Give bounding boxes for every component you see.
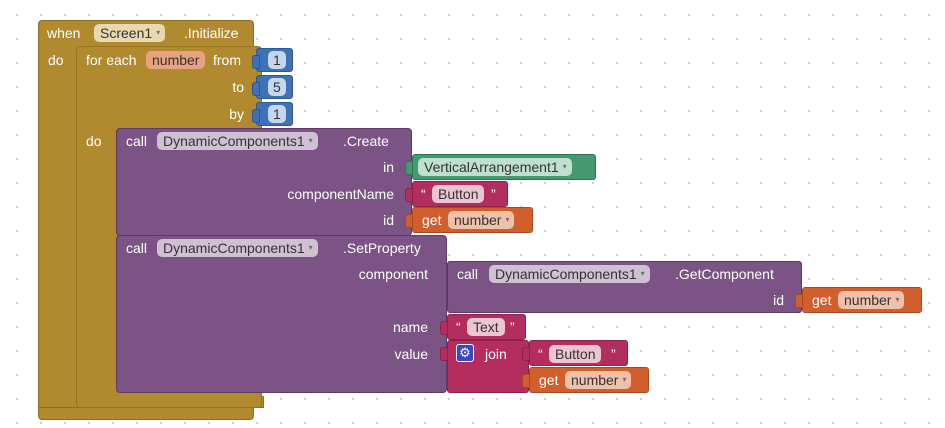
get-label-create: get (422, 212, 442, 228)
quote-open: “ (538, 346, 543, 362)
loop-by-label: by (229, 106, 244, 122)
chevron-down-icon: ▾ (562, 162, 567, 171)
event-do-label: do (48, 52, 64, 68)
chevron-down-icon: ▾ (505, 215, 510, 224)
notch (522, 374, 530, 388)
loop-to-label: to (232, 79, 244, 95)
loop-for-each-label: for each (86, 52, 137, 68)
set-property-method-label: .SetProperty (343, 240, 421, 256)
event-component-name: Screen1 (100, 25, 153, 41)
chevron-down-icon: ▾ (308, 243, 313, 252)
chevron-down-icon: ▾ (156, 28, 161, 37)
quote-open: “ (421, 186, 426, 202)
chevron-down-icon: ▾ (640, 269, 645, 278)
set-property-name-label: name (392, 319, 428, 335)
loop-do-label: do (86, 133, 102, 149)
gear-icon[interactable]: ⚙ (456, 344, 474, 362)
notch (440, 347, 448, 361)
create-component-name: DynamicComponents1 (163, 133, 305, 149)
join-get-var-dropdown[interactable]: number ▾ (565, 371, 632, 389)
notch (405, 214, 413, 228)
quote-close: ” (611, 346, 616, 362)
get-component-id-label: id (773, 292, 784, 308)
from-value-field[interactable]: 1 (268, 51, 286, 69)
get-var-dropdown-get-component[interactable]: number ▾ (838, 291, 905, 309)
join-label: join (485, 346, 507, 362)
join-text-button-field[interactable]: Button (549, 345, 602, 363)
notch (252, 109, 260, 123)
create-component-dropdown[interactable]: DynamicComponents1 ▾ (157, 132, 318, 150)
quote-close: ” (510, 319, 515, 335)
loop-from-label: from (213, 52, 241, 68)
event-name-label: .Initialize (184, 25, 239, 41)
chevron-down-icon: ▾ (622, 375, 627, 384)
create-method-label: .Create (343, 133, 389, 149)
notch (405, 188, 413, 202)
event-component-dropdown[interactable]: Screen1 ▾ (94, 24, 166, 42)
to-value-field[interactable]: 5 (268, 78, 286, 96)
create-call-label: call (126, 133, 148, 149)
get-label-get-component: get (812, 292, 832, 308)
notch (405, 161, 413, 175)
notch (252, 82, 260, 96)
notch (522, 347, 530, 361)
vertical-arrangement-dropdown[interactable]: VerticalArrangement1 ▾ (418, 158, 572, 176)
create-in-label: in (383, 159, 394, 175)
set-property-component-name: DynamicComponents1 (163, 240, 305, 256)
notch (440, 321, 448, 335)
get-component-method-label: .GetComponent (675, 266, 774, 282)
quote-open: “ (456, 319, 461, 335)
join-get-var-name: number (571, 372, 619, 388)
set-property-call-label: call (126, 240, 148, 256)
join-get-label: get (539, 372, 559, 388)
set-property-component-dropdown[interactable]: DynamicComponents1 ▾ (157, 239, 318, 257)
by-value-field[interactable]: 1 (268, 105, 286, 123)
loop-variable-field[interactable]: number (146, 51, 206, 69)
set-property-call-block[interactable] (116, 235, 447, 393)
vertical-arrangement-name: VerticalArrangement1 (424, 159, 559, 175)
quote-close: ” (491, 186, 496, 202)
get-var-dropdown-create[interactable]: number ▾ (448, 211, 515, 229)
text-button-field[interactable]: Button (432, 185, 485, 203)
chevron-down-icon: ▾ (895, 295, 900, 304)
get-var-name-create: number (454, 212, 502, 228)
chevron-down-icon: ▾ (308, 136, 313, 145)
set-property-value-label: value (394, 346, 428, 362)
notch (252, 55, 260, 69)
text-text-field[interactable]: Text (467, 318, 505, 336)
get-var-name-get-component: number (844, 292, 892, 308)
event-when-label: when (47, 25, 81, 41)
create-component-name-label: componentName (287, 186, 394, 202)
get-component-dropdown[interactable]: DynamicComponents1 ▾ (489, 265, 650, 283)
create-id-label: id (383, 212, 394, 228)
get-component-call-label: call (457, 266, 479, 282)
notch (795, 294, 803, 308)
get-component-name: DynamicComponents1 (495, 266, 637, 282)
set-property-component-label: component (358, 266, 428, 282)
